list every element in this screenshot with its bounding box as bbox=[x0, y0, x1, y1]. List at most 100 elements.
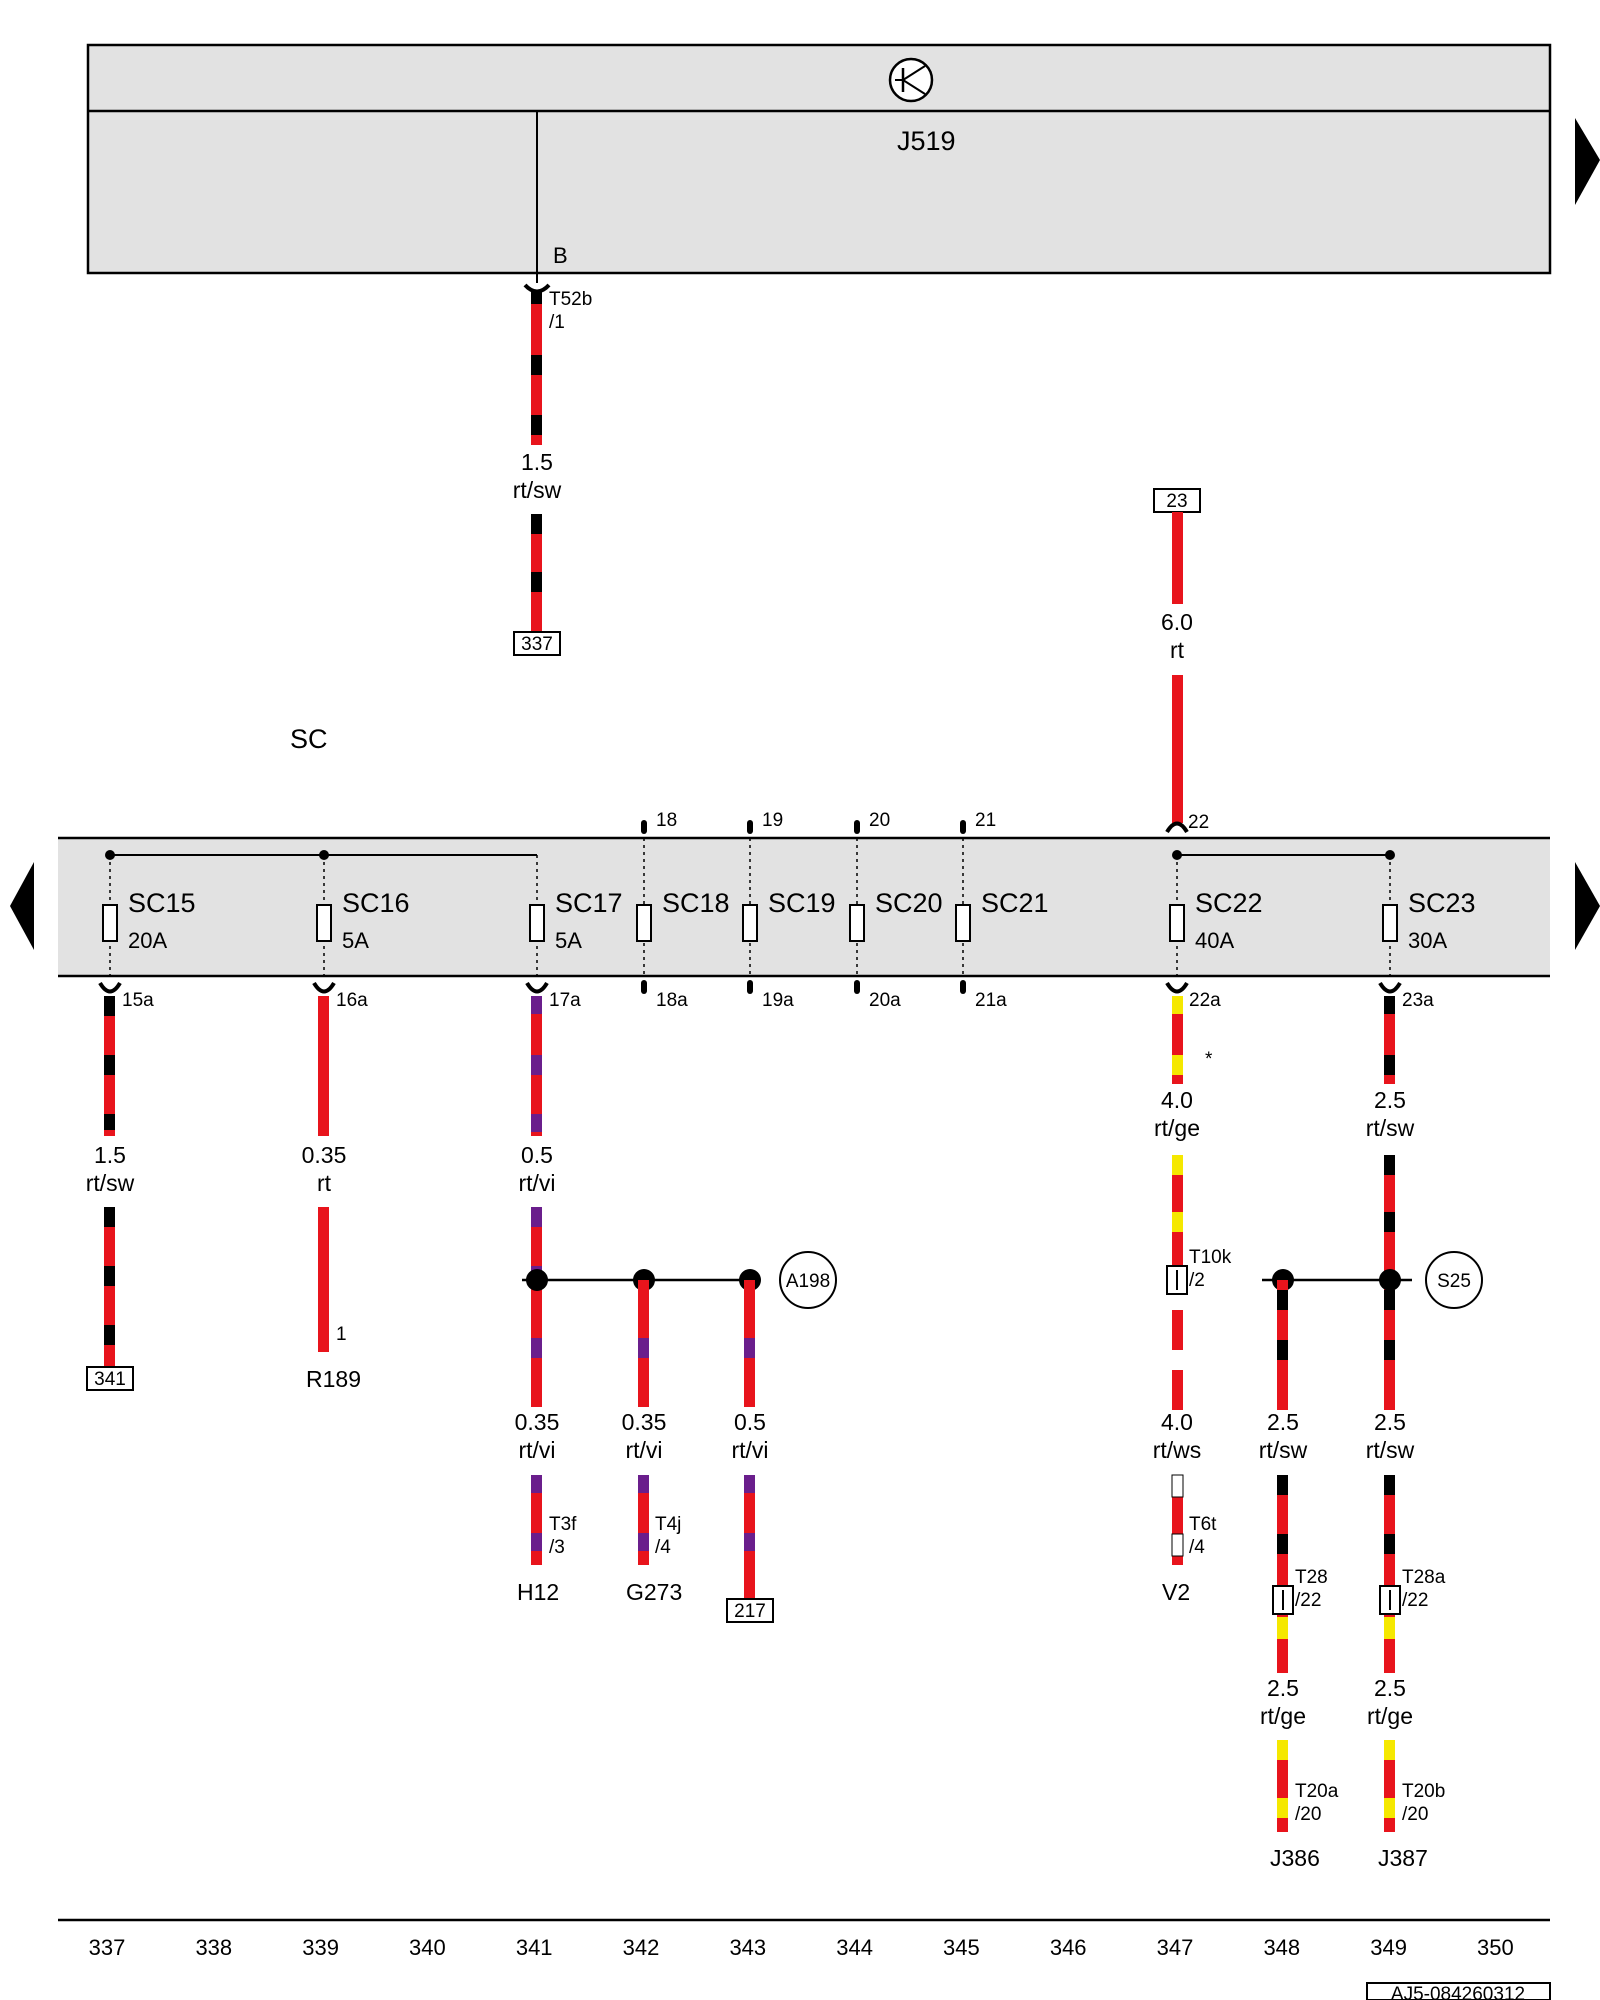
connector-pin: /20 bbox=[1402, 1804, 1428, 1825]
splice-label: A198 bbox=[786, 1271, 830, 1292]
connector-t3f: T3f bbox=[549, 1514, 577, 1535]
track-number: 346 bbox=[1050, 1935, 1087, 1960]
reference-box bbox=[513, 631, 561, 656]
control-unit-pin: B bbox=[553, 243, 568, 268]
fuse-rating: 5A bbox=[555, 928, 582, 953]
fuse-holder-label: SC bbox=[290, 724, 328, 754]
wire-size: 1.5 bbox=[94, 1142, 126, 1168]
track-number: 340 bbox=[409, 1935, 446, 1960]
fuse-label: SC15 bbox=[128, 888, 196, 918]
fuse-terminal-out: 16a bbox=[336, 990, 368, 1011]
component-g273: G273 bbox=[626, 1579, 682, 1605]
wire-size: 2.5 bbox=[1374, 1409, 1406, 1435]
wire-size: 2.5 bbox=[1267, 1675, 1299, 1701]
wire-size: 4.0 bbox=[1161, 1409, 1193, 1435]
fuse-icon bbox=[955, 904, 971, 942]
connector-t52b: T52b bbox=[549, 289, 592, 310]
fuse-terminal-out: 22a bbox=[1189, 990, 1221, 1011]
fuse-terminal-out: 23a bbox=[1402, 990, 1434, 1011]
connector-t4j: T4j bbox=[655, 1514, 681, 1535]
wire-color: rt/sw bbox=[1259, 1437, 1308, 1463]
control-unit-j519: J519 B bbox=[86, 43, 1552, 283]
fuse-label: SC16 bbox=[342, 888, 410, 918]
document-id: AJ5-084260312 bbox=[1391, 1984, 1525, 2000]
reference-box bbox=[86, 1366, 134, 1391]
wire-color: rt/ge bbox=[1154, 1115, 1200, 1141]
splice-s25 bbox=[1425, 1251, 1483, 1309]
track-number: 339 bbox=[302, 1935, 339, 1960]
connector-t52b-pin: /1 bbox=[549, 312, 565, 333]
wire-color: rt/vi bbox=[731, 1437, 768, 1463]
fuse-sc21: SC21 21 21a bbox=[955, 810, 1049, 1011]
wire-sc17: 0.5 rt/vi A198 0.35 rt/vi T3f /3 H12 0.3… bbox=[515, 996, 837, 1623]
wire-sc22: * 4.0 rt/ge T10k /2 4.0 rt/ws T6t /4 V2 bbox=[1153, 996, 1232, 1605]
wire-size: 4.0 bbox=[1161, 1087, 1193, 1113]
wire-sc15: 1.5 rt/sw 341 bbox=[86, 996, 135, 1391]
track-number: 345 bbox=[943, 1935, 980, 1960]
wire-t52b: T52b /1 1.5 rt/sw 337 bbox=[513, 283, 592, 656]
fuse-terminal-out: 19a bbox=[762, 990, 794, 1011]
fuse-sc23: SC23 30A 23a bbox=[1378, 855, 1476, 1011]
fuse-terminal-out: 18a bbox=[656, 990, 688, 1011]
fuse-terminal-out: 15a bbox=[122, 990, 154, 1011]
wire-size: 0.35 bbox=[302, 1142, 347, 1168]
wire-size: 0.5 bbox=[521, 1142, 553, 1168]
reference-number: 217 bbox=[734, 1601, 766, 1622]
wire-color: rt/sw bbox=[513, 477, 562, 503]
wire-color: rt/ge bbox=[1260, 1703, 1306, 1729]
wire-size: 0.5 bbox=[734, 1409, 766, 1435]
connector-pin: /2 bbox=[1189, 1270, 1205, 1291]
continue-right-arrow-icon bbox=[1575, 118, 1600, 205]
connector-pin: /4 bbox=[655, 1537, 671, 1558]
reference-number: 337 bbox=[521, 634, 553, 655]
component-h12: H12 bbox=[517, 1579, 559, 1605]
connector-pin: /20 bbox=[1295, 1804, 1321, 1825]
connector-t10k: T10k bbox=[1189, 1247, 1232, 1268]
wire-color: rt bbox=[1170, 637, 1185, 663]
fuse-terminal-out: 21a bbox=[975, 990, 1007, 1011]
fuse-label: SC18 bbox=[662, 888, 730, 918]
fuse-label: SC21 bbox=[981, 888, 1049, 918]
wire-color: rt/sw bbox=[1366, 1115, 1415, 1141]
splice-label: S25 bbox=[1437, 1271, 1471, 1292]
track-number: 343 bbox=[729, 1935, 766, 1960]
document-id-box bbox=[1366, 1982, 1551, 2000]
fuse-rating: 30A bbox=[1408, 928, 1447, 953]
component-r189: R189 bbox=[306, 1366, 361, 1392]
track-number: 347 bbox=[1157, 1935, 1194, 1960]
fuse-terminal-in: 21 bbox=[975, 810, 996, 831]
connector-t20b: T20b bbox=[1402, 1781, 1445, 1802]
wire-color: rt/vi bbox=[518, 1170, 555, 1196]
splice-a198 bbox=[779, 1251, 837, 1309]
component-j387: J387 bbox=[1378, 1845, 1428, 1871]
wire-color: rt/sw bbox=[86, 1170, 135, 1196]
component-j386: J386 bbox=[1270, 1845, 1320, 1871]
connector-t28: T28 bbox=[1295, 1567, 1328, 1588]
fuse-terminal-out: 20a bbox=[869, 990, 901, 1011]
wire-size: 2.5 bbox=[1374, 1675, 1406, 1701]
fuse-label: SC19 bbox=[768, 888, 836, 918]
fuse-label: SC23 bbox=[1408, 888, 1476, 918]
fuse-icon bbox=[102, 904, 118, 942]
connector-pin: /22 bbox=[1295, 1590, 1321, 1611]
wire-sc16: 0.35 rt 1 R189 bbox=[302, 996, 361, 1392]
track-number: 338 bbox=[195, 1935, 232, 1960]
track-number: 342 bbox=[623, 1935, 660, 1960]
terminal-22: 22 bbox=[1188, 812, 1209, 833]
track-number: 349 bbox=[1370, 1935, 1407, 1960]
track-number: 341 bbox=[516, 1935, 553, 1960]
wire-color: rt/sw bbox=[1366, 1437, 1415, 1463]
wire-color: rt bbox=[317, 1170, 332, 1196]
track-number: 337 bbox=[89, 1935, 126, 1960]
track-number: 344 bbox=[836, 1935, 873, 1960]
wire-size: 2.5 bbox=[1374, 1087, 1406, 1113]
fuse-terminal-out: 17a bbox=[549, 990, 581, 1011]
connector-t6t: T6t bbox=[1189, 1514, 1217, 1535]
reference-number: 23 bbox=[1166, 491, 1187, 512]
